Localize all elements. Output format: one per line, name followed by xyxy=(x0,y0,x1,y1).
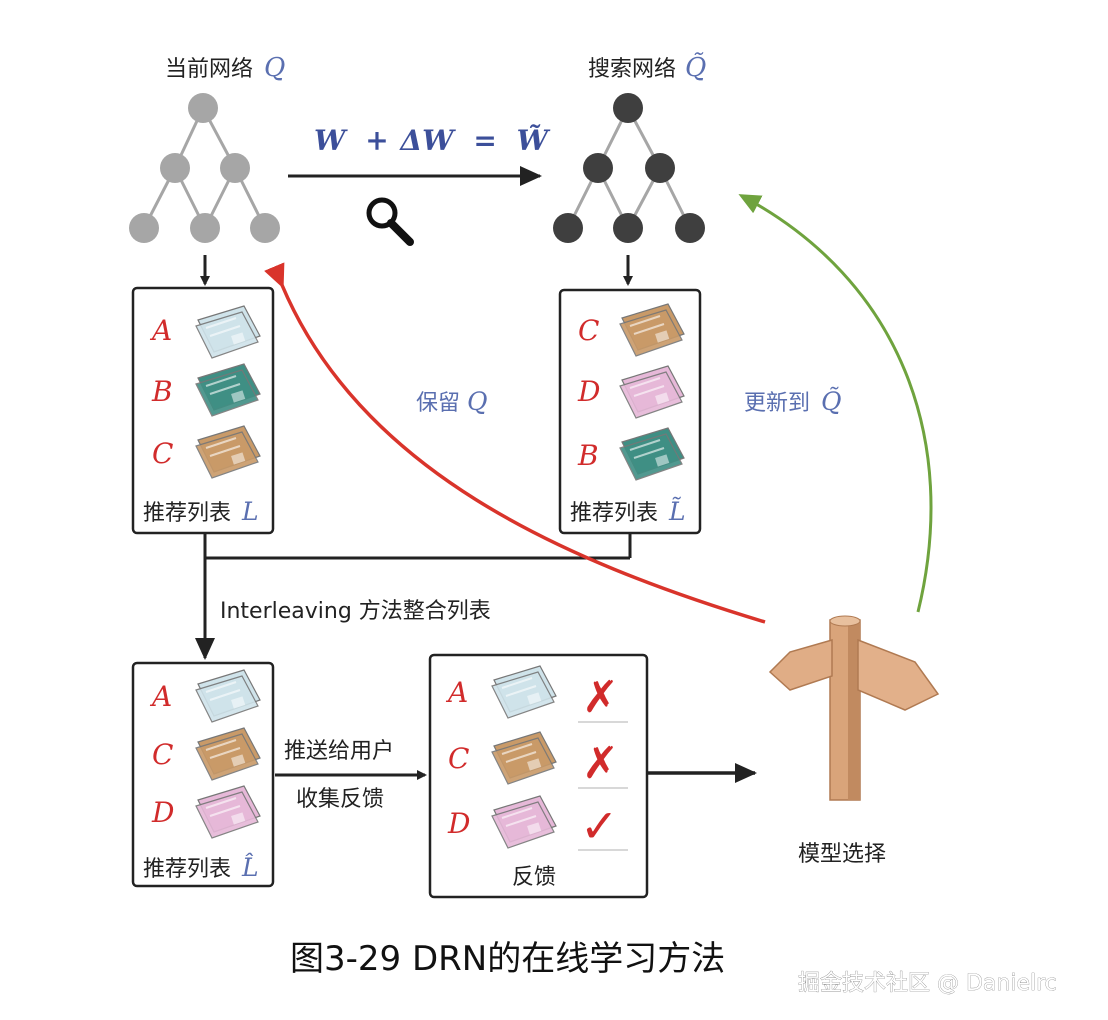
list-Lhat-title: 推荐列表 L̂ xyxy=(143,853,259,882)
list-Ltilde: C D B 推荐列表 L̃ xyxy=(558,288,702,535)
update-label: 更新到 Q̃ xyxy=(744,387,842,416)
keep-arrow xyxy=(264,262,766,624)
tree-node xyxy=(645,153,675,183)
tree-node xyxy=(553,213,583,243)
tree-node xyxy=(190,213,220,243)
tree-node xyxy=(613,93,643,123)
wrong-mark-icon: ✗ xyxy=(582,738,619,789)
tree-node xyxy=(129,213,159,243)
list-item-letter: B xyxy=(577,439,599,472)
list-item-letter: C xyxy=(152,437,173,470)
figure-caption: 图3-29 DRN的在线学习方法 xyxy=(290,939,725,979)
feedback-item-letter: C xyxy=(448,742,469,775)
list-item-letter: D xyxy=(577,375,600,408)
update-arrow xyxy=(738,194,933,613)
magnifier-icon xyxy=(366,197,414,246)
keep-label: 保留 Q xyxy=(416,387,488,416)
weight-update-formula: W + ΔW = W̃ xyxy=(314,124,551,157)
feedback-item-letter: A xyxy=(445,676,468,709)
feedback-box: A ✗ C ✗ D ✓ 反馈 xyxy=(428,653,649,899)
list-L: A B C 推荐列表 L xyxy=(131,286,275,535)
list-item-letter: C xyxy=(152,738,173,771)
watermark: 掘金技术社区 @ Danielrc xyxy=(798,971,1057,996)
list-item-letter: D xyxy=(151,796,174,829)
feedback-item-letter: D xyxy=(447,807,470,840)
list-Lhat: A C D 推荐列表 L̂ xyxy=(131,661,275,888)
list-Ltilde-title: 推荐列表 L̃ xyxy=(570,497,686,526)
check-mark-icon: ✓ xyxy=(580,799,619,853)
tree-node xyxy=(160,153,190,183)
interleave-label: Interleaving 方法整合列表 xyxy=(220,599,491,624)
current-network-label: 当前网络 Q xyxy=(165,53,285,83)
search-network-nodes xyxy=(553,93,705,243)
list-item-letter: C xyxy=(578,314,599,347)
tree-node xyxy=(613,213,643,243)
list-L-title: 推荐列表 L xyxy=(143,497,259,526)
list-item-letter: B xyxy=(151,375,173,408)
search-network-label: 搜索网络 Q̃ xyxy=(588,52,706,83)
signpost-icon xyxy=(768,615,940,801)
tree-node xyxy=(583,153,613,183)
push-label-2: 收集反馈 xyxy=(296,787,384,812)
feedback-title: 反馈 xyxy=(512,865,556,890)
tree-node xyxy=(675,213,705,243)
tree-node xyxy=(220,153,250,183)
list-item-letter: A xyxy=(149,314,172,347)
current-network-nodes xyxy=(129,93,280,243)
tree-node xyxy=(188,93,218,123)
list-item-letter: A xyxy=(149,680,172,713)
merge-connector xyxy=(195,533,632,660)
model-select-label: 模型选择 xyxy=(798,842,886,867)
wrong-mark-icon: ✗ xyxy=(582,672,619,723)
push-label-1: 推送给用户 xyxy=(284,739,394,764)
tree-node xyxy=(250,213,280,243)
